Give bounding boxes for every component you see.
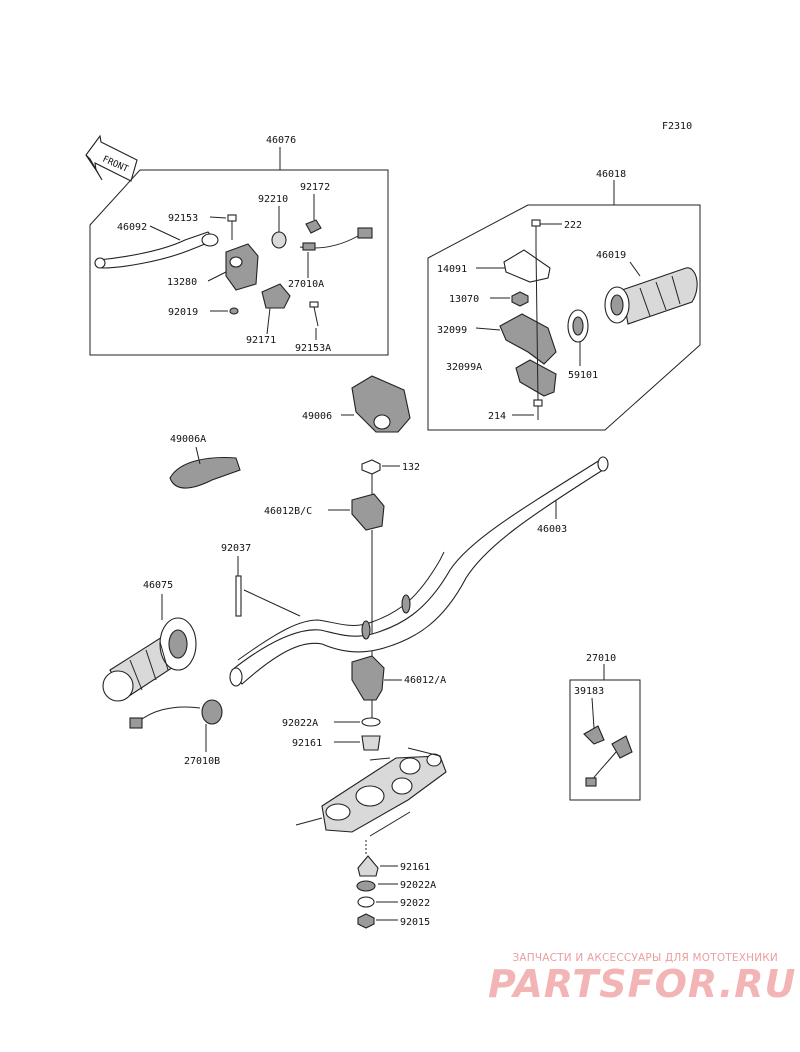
washer-92022A [356,880,376,892]
handlebar-pad [169,457,241,489]
callout-59101: 59101 [568,370,598,381]
callout-92037: 92037 [221,543,251,554]
throttle-grip [604,267,698,325]
callout-92210: 92210 [258,194,288,205]
kill-switch [129,699,223,729]
callout-46075: 46075 [143,580,173,591]
handlebar [229,456,609,687]
clutch-lever [97,231,216,269]
assembly-box-46018 [427,204,701,431]
callout-32099: 32099 [437,325,467,336]
callout-92022A-bot: 92022A [400,880,436,891]
callout-46092: 46092 [117,222,147,233]
assembly-box-46076 [89,169,389,356]
callout-92172: 92172 [300,182,330,193]
lever-clamp [261,283,291,309]
watermark-brand: PARTSFOR.RU [488,962,797,1006]
lower-spacer-92161 [357,855,379,877]
callout-222: 222 [564,220,582,231]
handlebar-clamp-lower [351,655,385,701]
washer-92022 [357,896,375,908]
left-grip [102,617,197,702]
callout-13280: 13280 [167,277,197,288]
callout-49006A: 49006A [170,434,206,445]
callout-14091: 14091 [437,264,467,275]
callout-92022A-top: 92022A [282,718,318,729]
callout-92015: 92015 [400,917,430,928]
callout-92153A: 92153A [295,343,331,354]
callout-27010B: 27010B [184,756,220,767]
front-arrow: FRONT [85,134,138,182]
callout-46012BC: 46012B/C [264,506,312,517]
callout-39183: 39183 [574,686,604,697]
callout-132: 132 [402,462,420,473]
callout-46018: 46018 [596,169,626,180]
callout-92019: 92019 [168,307,198,318]
switch-box-27010: 27010 39183 [569,653,641,801]
throttle-housing-upper [499,313,557,365]
callout-92161-top: 92161 [292,738,322,749]
callout-92171: 92171 [246,335,276,346]
callout-27010A: 27010A [288,279,324,290]
callout-92153: 92153 [168,213,198,224]
callout-92022: 92022 [400,898,430,909]
triple-clamp [321,747,447,833]
clutch-lever-assembly: 46076 46092 92153 13280 92210 92172 2701… [89,135,389,356]
tie-strap [235,575,242,617]
callout-27010: 27010 [586,653,616,664]
callout-92161-bot: 92161 [400,862,430,873]
callout-13070: 13070 [449,294,479,305]
callout-46076: 46076 [266,135,296,146]
handlebar-pad-holder [351,375,411,433]
callout-32099A: 32099A [446,362,482,373]
lever-holder [225,243,259,291]
throttle-assembly: 46018 222 14091 13070 32099 32099A 214 5… [427,169,701,431]
callout-49006: 49006 [302,411,332,422]
handlebar-clamp-upper [351,493,385,531]
throttle-cover [503,249,551,283]
watermark-tagline: ЗАПЧАСТИ И АКСЕССУАРЫ ДЛЯ МОТОТЕХНИКИ [512,952,778,964]
figure-code: F2310 [662,121,692,132]
nut-92015 [357,913,375,929]
throttle-housing-lower [515,359,557,397]
callout-46003: 46003 [537,524,567,535]
callout-214: 214 [488,411,506,422]
callout-46019: 46019 [596,250,626,261]
callout-46012A: 46012/A [404,675,446,686]
